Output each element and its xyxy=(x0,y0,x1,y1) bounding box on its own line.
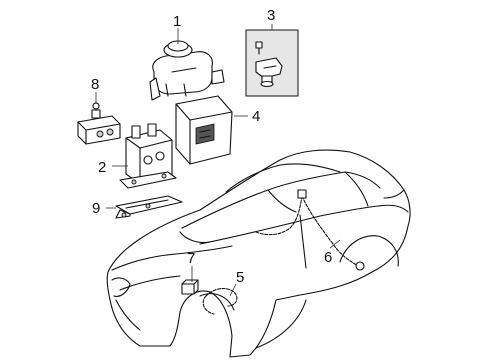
callout-labels: 1 3 4 8 2 9 7 5 6 xyxy=(91,7,332,286)
callout-2: 2 xyxy=(98,159,106,176)
part-3-inset-box xyxy=(245,29,299,97)
callout-7: 7 xyxy=(187,250,195,267)
callout-3: 3 xyxy=(267,7,275,24)
leader-lines xyxy=(95,24,341,297)
callout-8: 8 xyxy=(91,76,99,93)
wheel-speed-harness-part xyxy=(255,189,365,271)
pressure-sensor-part xyxy=(255,41,283,88)
abs-modulator-part xyxy=(119,123,177,189)
callout-9: 9 xyxy=(92,200,100,217)
car-body xyxy=(106,149,411,358)
front-harness-part xyxy=(202,287,238,315)
control-module-part xyxy=(175,95,233,165)
callout-6: 6 xyxy=(324,249,332,266)
mounting-bracket-part xyxy=(115,195,183,219)
valve-block-part xyxy=(77,102,121,145)
callout-5: 5 xyxy=(236,269,244,286)
callout-1: 1 xyxy=(173,13,181,30)
master-cylinder-part xyxy=(149,40,225,101)
callout-4: 4 xyxy=(252,108,260,125)
